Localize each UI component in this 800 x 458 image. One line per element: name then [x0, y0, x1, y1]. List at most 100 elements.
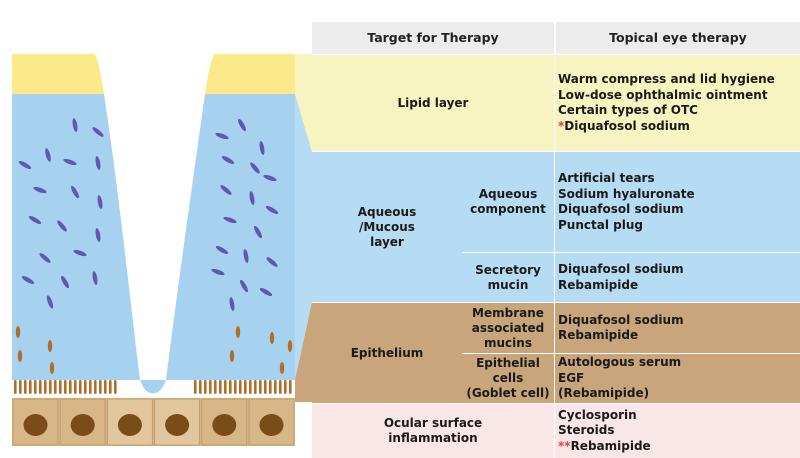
asterisk-marker: **	[558, 438, 571, 453]
cell-nucleus	[70, 414, 95, 436]
mucin-particle	[92, 271, 98, 285]
therapy-item: Rebamipide	[558, 328, 639, 342]
microvillus	[194, 380, 197, 394]
mucin-particle	[215, 246, 229, 254]
cell-nucleus	[117, 414, 142, 436]
therapy-item: Low-dose ophthalmic ointment	[558, 87, 768, 102]
target-header: Target for Therapy	[312, 22, 554, 54]
microvillus	[89, 380, 92, 394]
lipid-film-right	[205, 54, 295, 94]
therapy-item: (Rebamipide)	[558, 386, 650, 401]
aqueous-connector	[295, 94, 312, 380]
aqueous-sub-1-label: Aqueous component	[470, 187, 546, 216]
microvillus	[44, 380, 47, 394]
microvillus	[34, 380, 37, 394]
epithelial-cell	[12, 398, 59, 446]
mucin-tip	[17, 350, 23, 362]
cell-nucleus	[259, 414, 284, 436]
mucin-particle	[21, 276, 35, 284]
epithelium-section: Epithelium Membrane associated mucins Ep…	[312, 303, 800, 403]
microvillus	[79, 380, 82, 394]
epithelium-sub-1-therapies: Diquafosol sodium Rebamipide	[558, 303, 684, 353]
microvillus	[229, 380, 232, 394]
microvillus	[209, 380, 212, 394]
therapy-item: Diquafosol sodium	[558, 202, 684, 216]
microvillus	[104, 380, 107, 394]
microvillus	[84, 380, 87, 394]
epithelium-sub-2-label: Epithelial cells (Goblet cell)	[466, 356, 550, 400]
microvillus	[49, 380, 52, 394]
mucin-particle	[61, 275, 69, 289]
secretory-mucins	[18, 118, 279, 311]
microvillus	[264, 380, 267, 394]
inflammation-therapies: Cyclosporin Steroids **Rebamipide	[558, 404, 651, 458]
microvillus	[204, 380, 207, 394]
microvillus	[274, 380, 277, 394]
therapy-item: **Rebamipide	[558, 439, 651, 455]
epithelium-sub-1-label: Membrane associated mucins	[471, 305, 545, 350]
mucin-particle	[97, 195, 103, 209]
therapy-item: Rebamipide	[558, 277, 639, 292]
mucin-particle	[28, 216, 42, 224]
aqueous-target-label: Aqueous /Mucous layer	[357, 204, 417, 249]
therapy-item-text: Rebamipide	[570, 438, 651, 453]
divider	[554, 404, 555, 458]
target-header-label: Target for Therapy	[367, 30, 499, 45]
mucin-particle	[39, 253, 51, 263]
mucin-particle	[238, 118, 246, 132]
mucin-particle	[95, 156, 101, 170]
mucin-tip	[49, 362, 55, 374]
mucin-particle	[72, 118, 78, 132]
aqueous-film	[12, 94, 295, 394]
epithelium-sub-2-therapies: Autologous serum EGF (Rebamipide)	[558, 354, 681, 403]
mucin-particle	[263, 174, 277, 182]
mucin-tip	[269, 332, 275, 344]
mucin-particle	[240, 279, 248, 293]
lipid-film-left	[12, 54, 104, 94]
mucin-tip	[287, 340, 293, 352]
divider	[462, 353, 800, 354]
aqueous-sub-1-therapies: Artificial tears Sodium hyaluronate Diqu…	[558, 152, 695, 252]
therapy-item-text: Diquafosol sodium	[564, 118, 690, 133]
membrane-mucins	[14, 326, 293, 394]
therapy-header-label: Topical eye therapy	[609, 30, 747, 45]
cell-nucleus	[212, 414, 237, 436]
therapy-item: Artificial tears	[558, 171, 655, 185]
divider	[554, 303, 555, 403]
microvillus	[19, 380, 22, 394]
aqueous-sub-2: Secretory mucin	[462, 253, 554, 302]
cell-layer	[12, 398, 295, 446]
therapy-item: Autologous serum	[558, 355, 682, 370]
microvillus	[289, 380, 292, 394]
mucin-particle	[18, 161, 32, 169]
microvillus	[269, 380, 272, 394]
microvillus	[109, 380, 112, 394]
therapy-item: Certain types of OTC	[558, 103, 698, 117]
mucin-particle	[265, 206, 279, 214]
lipid-connector	[295, 54, 312, 152]
microvillus	[59, 380, 62, 394]
mucin-particle	[266, 257, 278, 267]
mucin-tip	[47, 340, 53, 352]
microvillus	[64, 380, 67, 394]
microvillus	[14, 380, 17, 394]
mucin-tip	[15, 326, 21, 338]
mucin-particle	[223, 216, 237, 224]
lipid-target: Lipid layer	[312, 55, 554, 151]
microvillus	[29, 380, 32, 394]
mucin-particle	[259, 141, 265, 155]
mucin-particle	[254, 225, 262, 239]
mucin-particle	[63, 158, 77, 166]
therapy-item: Sodium hyaluronate	[558, 186, 695, 201]
aqueous-sub-2-therapies: Diquafosol sodium Rebamipide	[558, 253, 684, 302]
lipid-therapies: Warm compress and lid hygiene Low-dose o…	[558, 55, 775, 151]
microvillus	[234, 380, 237, 394]
aqueous-section: Aqueous /Mucous layer Aqueous component …	[312, 152, 800, 302]
mucin-particle	[71, 185, 79, 199]
microvillus	[239, 380, 242, 394]
mucin-particle	[229, 297, 235, 311]
mucin-tip	[279, 362, 285, 374]
epithelium-target-label: Epithelium	[350, 345, 424, 360]
therapy-item: Cyclosporin	[558, 407, 637, 422]
